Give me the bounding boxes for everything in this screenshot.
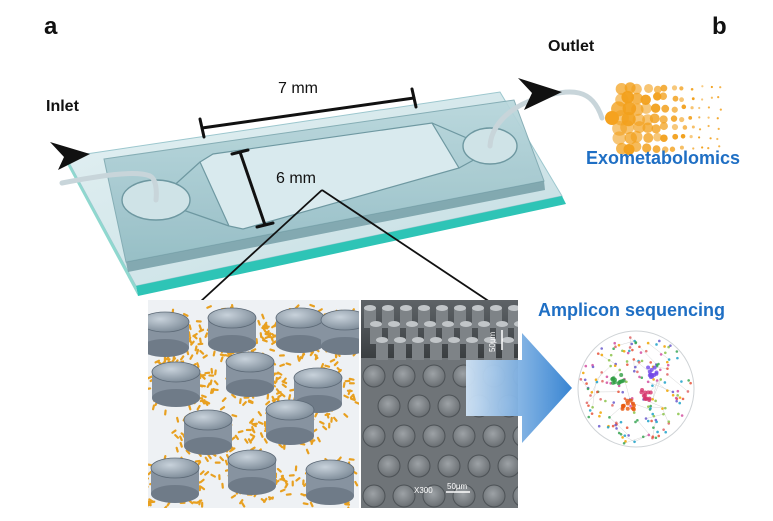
panel-label-b: b <box>712 13 727 40</box>
zoom-line-left <box>199 189 323 303</box>
flow-arrow-icon <box>466 333 572 443</box>
width-label: 6 mm <box>276 170 316 187</box>
pillar-layer <box>148 307 360 505</box>
outlet-arrow-icon <box>518 78 562 110</box>
microfluidic-chip <box>50 78 605 303</box>
outlet-label: Outlet <box>548 38 595 55</box>
inlet-arrow-icon <box>50 142 90 170</box>
exometabolomics-label: Exometabolomics <box>586 148 741 168</box>
sem-tilted-pillars <box>364 305 518 360</box>
droplet-spray-icon <box>605 82 722 155</box>
sem-scale-bottom: 50µm <box>447 482 468 491</box>
network-circle-icon <box>577 330 695 448</box>
sem-magnification: X300 <box>414 486 433 495</box>
inlet-label: Inlet <box>46 98 79 115</box>
sem-scale-top: 50µm <box>488 331 497 352</box>
pillar-render-panel <box>148 300 360 508</box>
width-dimension <box>230 148 275 229</box>
panel-label-a: a <box>44 13 58 40</box>
amplicon-label: Amplicon sequencing <box>538 300 726 320</box>
glass-slide-edge <box>136 196 566 296</box>
length-dimension <box>198 87 418 139</box>
length-label: 7 mm <box>278 80 318 97</box>
zoom-line-right <box>321 189 491 303</box>
inlet-tubing <box>59 171 159 203</box>
